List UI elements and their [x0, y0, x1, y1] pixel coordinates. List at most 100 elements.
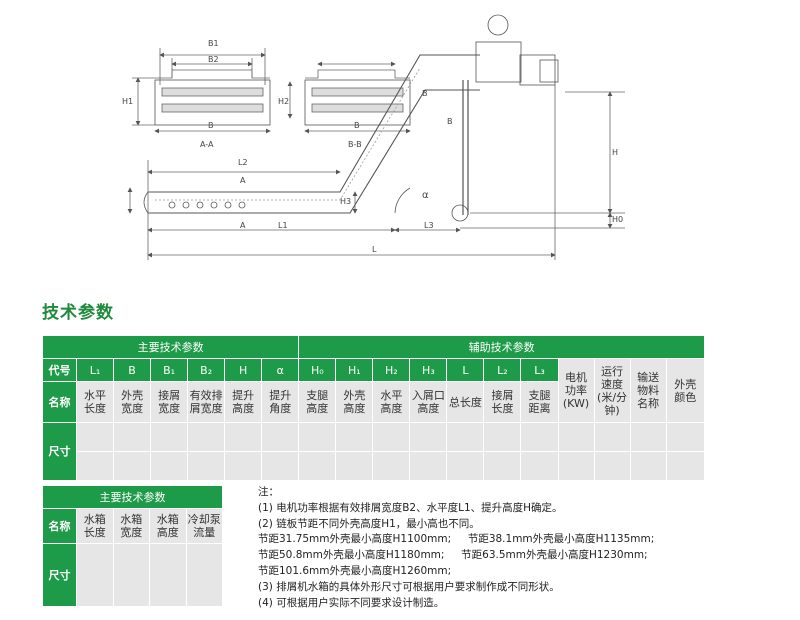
size-cell: [446, 422, 485, 452]
code-l3: L₃: [520, 358, 559, 382]
dim-b-aa: B: [208, 121, 214, 130]
code-l1: L₁: [76, 358, 115, 382]
name-cell: 总长度: [446, 381, 485, 423]
dim-b-bb: B: [354, 121, 360, 130]
name-cell: 入屑口 高度: [409, 381, 448, 423]
group-tank-header: 主要技术参数: [41, 485, 224, 509]
name-cell: 水平 长度: [76, 381, 115, 423]
dim-l2: L2: [238, 158, 248, 167]
size-cell: [593, 422, 631, 452]
extra-color: 外壳 颜色: [665, 358, 706, 423]
extra-motor-power: 电机 功率 (KW): [557, 358, 595, 423]
code-l: L: [446, 358, 485, 382]
code-h0: H₀: [298, 358, 337, 382]
dim-b1: B1: [208, 39, 219, 48]
size-cell: [372, 422, 411, 452]
name-cell: 接屑 长度: [483, 381, 522, 423]
notes-block: 注： (1) 电机功率根据有效排屑宽度B2、水平度L1、提升高度H确定。 (2) 链…: [258, 485, 654, 611]
size-cell: [557, 451, 595, 481]
name-cell: 提升 高度: [224, 381, 263, 423]
size-cell: [261, 451, 300, 481]
size-cell: [76, 422, 115, 452]
notes-title: 注：: [258, 486, 279, 498]
extra-material: 输送 物料 名称: [629, 358, 667, 423]
code-l2: L₂: [483, 358, 522, 382]
name-cell: 支腿 高度: [298, 381, 337, 423]
size-cell: [150, 451, 189, 481]
dim-l3: L3: [424, 221, 434, 230]
section-label-bb: B-B: [348, 140, 362, 149]
size-cell: [149, 543, 187, 607]
size-cell: [483, 422, 522, 452]
size-cell: [76, 543, 114, 607]
note-line: 节距101.6mm外壳最小高度H1260mm;: [258, 564, 452, 577]
dim-h3: H3: [340, 197, 351, 206]
name-cell: 有效排 屑宽度: [187, 381, 226, 423]
code-h2: H₂: [372, 358, 411, 382]
size-cell: [224, 451, 263, 481]
size-cell: [446, 451, 485, 481]
dim-l1: L1: [278, 221, 288, 230]
size-cell: [520, 422, 559, 452]
size-cell: [409, 451, 448, 481]
code-h: H: [224, 358, 263, 382]
size-cell: [185, 543, 224, 607]
code-alpha: α: [261, 358, 300, 382]
note-line: (2) 链板节距不同外壳高度H1，最小高也不同。: [258, 517, 480, 530]
name-cell: 冷却泵 流量: [185, 508, 224, 544]
group-aux-header: 辅助技术参数: [298, 335, 705, 359]
note-line: (1) 电机功率根据有效排屑宽度B2、水平度L1、提升高度H确定。: [258, 501, 563, 514]
size-cell: [113, 451, 152, 481]
code-b2: B₂: [187, 358, 226, 382]
name-cell: 外壳 高度: [335, 381, 374, 423]
size-cell: [150, 422, 189, 452]
dim-h1: H1: [122, 97, 133, 106]
row-code-label: 代号: [41, 358, 78, 382]
section-label-aa: A-A: [200, 140, 214, 149]
size-cell: [483, 451, 522, 481]
name-cell: 水箱 长度: [76, 508, 114, 544]
spec-table-main: 主要技术参数 辅助技术参数 代号 L₁ B B₁ B₂ H α H₀ H₁ H₂…: [41, 335, 706, 481]
code-h3: H₃: [409, 358, 448, 382]
size-cell: [409, 422, 448, 452]
size-cell: [372, 451, 411, 481]
dim-h2: H2: [278, 97, 289, 106]
size-cell: [629, 451, 667, 481]
row-size-label: 尺寸: [41, 422, 78, 481]
note-line: (4) 可根据用户实际不同要求设计制造。: [258, 596, 445, 609]
name-cell: 提升 角度: [261, 381, 300, 423]
cut-a-top: A: [240, 176, 246, 185]
name-cell: 外壳 宽度: [113, 381, 152, 423]
row-size-label: 尺寸: [42, 543, 77, 607]
size-cell: [224, 422, 263, 452]
size-cell: [112, 543, 150, 607]
name-cell: 水平 高度: [372, 381, 411, 423]
angle-alpha: α: [422, 190, 429, 201]
spec-table-tank: 主要技术参数 名称 水箱 长度 水箱 宽度 水箱 高度 冷却泵 流量 尺寸: [41, 485, 224, 607]
size-cell: [113, 422, 152, 452]
group-main-header: 主要技术参数: [41, 335, 300, 359]
dim-b2: B2: [208, 55, 219, 64]
conveyor-technical-drawing: B1 B2 H1 H2 B B A-A B-B L2 A A H3 L1 L3 …: [122, 14, 625, 260]
size-cell: [298, 451, 337, 481]
size-cell: [335, 451, 374, 481]
row-name-label: 名称: [41, 381, 78, 423]
cut-a-bottom: A: [240, 221, 246, 230]
size-cell: [629, 422, 667, 452]
name-cell: 水箱 高度: [149, 508, 187, 544]
dim-l: L: [372, 245, 377, 254]
code-b: B: [113, 358, 152, 382]
size-cell: [557, 422, 595, 452]
dim-h0: H0: [612, 215, 623, 224]
size-cell: [187, 451, 226, 481]
size-cell: [665, 451, 706, 481]
size-cell: [335, 422, 374, 452]
name-cell: 支腿 距离: [520, 381, 559, 423]
cut-b-1: B: [422, 89, 428, 98]
note-line: 节距31.75mm外壳最小高度H1100mm; 节距38.1mm外壳最小高度H1…: [258, 533, 655, 546]
name-cell: 水箱 宽度: [112, 508, 150, 544]
size-cell: [593, 451, 631, 481]
note-line: 节距50.8mm外壳最小高度H1180mm; 节距63.5mm外壳最小高度H12…: [258, 549, 648, 562]
name-cell: 接屑 宽度: [150, 381, 189, 423]
dim-h: H: [612, 148, 618, 157]
